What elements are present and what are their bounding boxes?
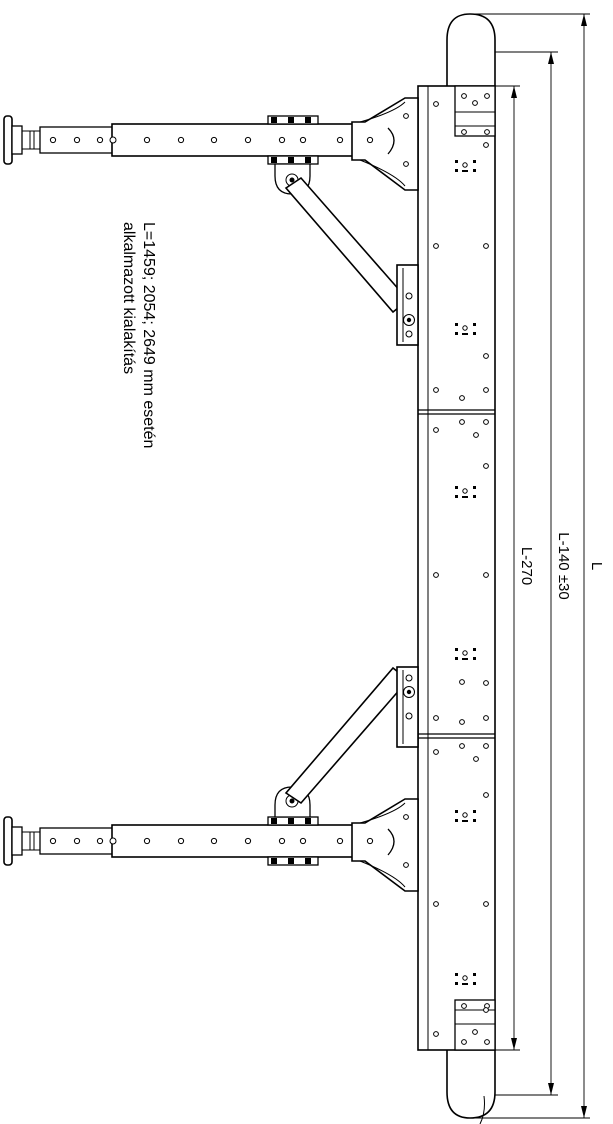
diagonal-strut-bottom <box>284 666 410 805</box>
beam-body <box>417 85 496 1051</box>
top-arm-assembly <box>3 97 419 346</box>
strut-bracket-top <box>396 264 419 346</box>
end-clamp-bottom <box>454 999 496 1051</box>
rail-end-bottom <box>446 1050 496 1119</box>
end-clamp-top <box>454 85 496 137</box>
arm-mount-plate-bottom <box>351 798 419 892</box>
bottom-arm-assembly <box>3 666 419 892</box>
note-line-1: L=1459; 2054; 2649 mm esetén <box>140 222 157 448</box>
drawing-note: L=1459; 2054; 2649 mm esetén alkalmazott… <box>120 222 157 448</box>
beam-holes <box>433 101 489 1037</box>
main-beam <box>417 13 496 1124</box>
strut-bracket-bottom <box>396 666 419 748</box>
foot-pad-bottom <box>3 816 13 866</box>
dim-label-L-270: L-270 <box>518 547 535 585</box>
dimension-lines: L L-140 ±30 L-270 <box>470 13 605 1119</box>
rail-end-top <box>446 13 496 86</box>
diagonal-strut-top <box>284 176 410 314</box>
note-line-2: alkalmazott kialakítás <box>120 222 137 374</box>
dim-label-L-140: L-140 ±30 <box>555 532 572 599</box>
hole-clusters <box>455 160 476 985</box>
foot-pad-top <box>3 115 13 165</box>
arm-mount-plate-top <box>351 97 419 191</box>
dim-label-L: L <box>588 562 605 570</box>
telescopic-outer-tube <box>111 824 357 858</box>
